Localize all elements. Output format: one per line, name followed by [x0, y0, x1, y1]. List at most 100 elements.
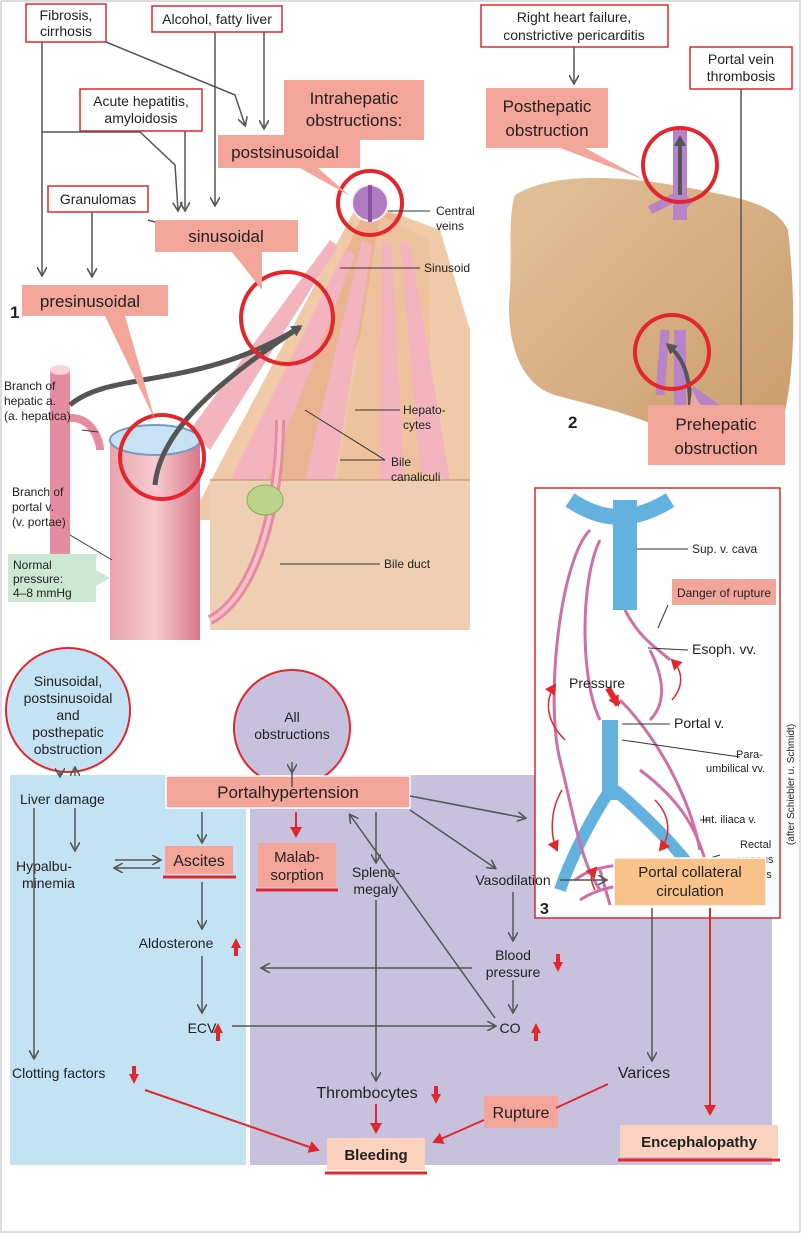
malabsorption-line2: sorption	[270, 867, 323, 884]
portal-branch-line2: portal v.	[12, 500, 54, 514]
portal-v-label: Portal v.	[674, 715, 724, 731]
bleeding-box: Bleeding	[325, 1138, 427, 1173]
cause-granulomas-box: Granulomas	[48, 186, 148, 212]
portal-hypertension-box: Portalhypertension	[166, 776, 410, 808]
right-heart-box: Right heart failure, constrictive perica…	[481, 5, 668, 47]
circle-sinus-line2: postsinusoidal	[24, 690, 113, 706]
cause-acute-line2: amyloidosis	[104, 110, 177, 126]
portal-hypertension-label: Portalhypertension	[217, 783, 359, 802]
splenomegaly-line2: megaly	[353, 881, 398, 897]
cause-fibrosis-box: Fibrosis, cirrhosis	[26, 4, 106, 42]
rupture-box: Rupture	[484, 1096, 558, 1128]
rupture-label: Rupture	[493, 1105, 550, 1122]
posthepatic-line1: Posthepatic	[503, 97, 592, 116]
prehepatic-line1: Prehepatic	[675, 415, 757, 434]
bile-canaliculi-line1: Bile	[391, 455, 411, 469]
pressure-label: Pressure	[569, 675, 625, 691]
hepatic-branch-line3: (a. hepatica)	[4, 409, 71, 423]
sinusoid-label: Sinusoid	[424, 261, 470, 275]
portal-branch-line1: Branch of	[12, 485, 64, 499]
panel2-number: 2	[568, 413, 577, 432]
thrombocytes-label: Thrombocytes	[316, 1085, 417, 1102]
portal-thrombosis-box: Portal vein thrombosis	[690, 47, 792, 89]
aldosterone-label: Aldosterone	[139, 935, 214, 951]
prehepatic-line2: obstruction	[674, 439, 757, 458]
hypalbuminemia-line1: Hypalbu-	[16, 858, 72, 874]
malabsorption-box: Malab- sorption	[256, 843, 338, 890]
circle-sinus-line4: posthepatic	[32, 724, 104, 740]
portal-collateral-box: Portal collateral circulation	[614, 858, 766, 906]
portal-collateral-line2: circulation	[656, 883, 724, 900]
cause-granulomas-label: Granulomas	[60, 191, 136, 207]
paraumbilical-line2: umbilical vv.	[706, 763, 765, 775]
hypalbuminemia-line2: minemia	[22, 875, 75, 891]
normal-pressure-line2: pressure:	[13, 572, 63, 586]
clotting-label: Clotting factors	[12, 1065, 105, 1081]
circle-all-line1: All	[284, 709, 300, 725]
cause-alcohol-label: Alcohol, fatty liver	[162, 11, 272, 27]
intrahepatic-line1: Intrahepatic	[310, 89, 399, 108]
credit-label: (after Schiebler u. Schmidt)	[786, 724, 797, 845]
sinusoidal-box: sinusoidal	[155, 220, 298, 290]
central-veins-line2: veins	[436, 219, 464, 233]
liver-damage-panel	[10, 775, 246, 1165]
ascites-label: Ascites	[173, 853, 225, 870]
panel3-number: 3	[540, 901, 549, 918]
bleeding-label: Bleeding	[344, 1147, 407, 1164]
portal-branch-line3: (v. portae)	[12, 515, 66, 529]
hepatic-branch-line1: Branch of	[4, 379, 56, 393]
encephalopathy-label: Encephalopathy	[641, 1134, 758, 1151]
portal-collateral-line1: Portal collateral	[638, 864, 741, 881]
intrahepatic-line2: obstructions:	[306, 111, 402, 130]
blood-pressure-line2: pressure	[486, 964, 541, 980]
postsinusoidal-box: postsinusoidal	[218, 135, 360, 196]
right-heart-line1: Right heart failure,	[517, 9, 631, 25]
esoph-label: Esoph. vv.	[692, 641, 756, 657]
hepatic-branch-line2: hepatic a.	[4, 394, 56, 408]
circle-all-line2: obstructions	[254, 726, 329, 742]
panel1-number: 1	[10, 303, 19, 322]
posthepatic-box: Posthepatic obstruction	[486, 88, 645, 180]
splenomegaly-line1: Spleno-	[352, 864, 401, 880]
hepatocytes-line1: Hepato-	[403, 403, 446, 417]
circle-sinus-line1: Sinusoidal,	[34, 673, 103, 689]
danger-label: Danger of rupture	[677, 586, 771, 600]
circle-sinus-line3: and	[56, 707, 79, 723]
cause-fibrosis-line1: Fibrosis,	[40, 7, 93, 23]
postsinusoidal-label: postsinusoidal	[231, 143, 339, 162]
cause-fibrosis-line2: cirrhosis	[40, 23, 92, 39]
circle-sinus-line5: obstruction	[34, 741, 102, 757]
cause-acute-line1: Acute hepatitis,	[93, 93, 189, 109]
presinusoidal-label: presinusoidal	[40, 292, 140, 311]
sup-cava-label: Sup. v. cava	[692, 542, 757, 556]
int-iliaca-label: Int. iliaca v.	[702, 814, 756, 826]
intrahepatic-box: Intrahepatic obstructions:	[284, 80, 424, 140]
cause-acute-box: Acute hepatitis, amyloidosis	[80, 89, 202, 131]
rectal-line1: Rectal	[740, 839, 771, 851]
right-heart-line2: constrictive pericarditis	[503, 27, 645, 43]
varices-label: Varices	[618, 1065, 670, 1082]
co-label: CO	[500, 1020, 521, 1036]
posthepatic-line2: obstruction	[505, 121, 588, 140]
bile-canaliculi-line2: canaliculi	[391, 470, 440, 484]
portal-thrombosis-line2: thrombosis	[707, 68, 775, 84]
cause-alcohol-box: Alcohol, fatty liver	[152, 6, 282, 32]
blood-pressure-line1: Blood	[495, 947, 531, 963]
ascites-box: Ascites	[163, 846, 236, 877]
central-veins-line1: Central	[436, 204, 475, 218]
portal-thrombosis-line1: Portal vein	[708, 51, 774, 67]
bile-duct-label: Bile duct	[384, 557, 431, 571]
ecv-label: ECV	[188, 1020, 217, 1036]
vasodilation-label: Vasodilation	[475, 872, 550, 888]
paraumbilical-line1: Para-	[736, 749, 763, 761]
encephalopathy-box: Encephalopathy	[618, 1125, 780, 1160]
circle-sinus: Sinusoidal, postsinusoidal and posthepat…	[6, 648, 130, 772]
hepatocytes-line2: cytes	[403, 418, 431, 432]
malabsorption-line1: Malab-	[274, 849, 320, 866]
sinusoidal-label: sinusoidal	[188, 227, 264, 246]
normal-pressure-box: Normal pressure: 4–8 mmHg	[8, 554, 110, 602]
normal-pressure-line1: Normal	[13, 558, 52, 572]
normal-pressure-line3: 4–8 mmHg	[13, 586, 72, 600]
liver-damage-label: Liver damage	[20, 791, 105, 807]
